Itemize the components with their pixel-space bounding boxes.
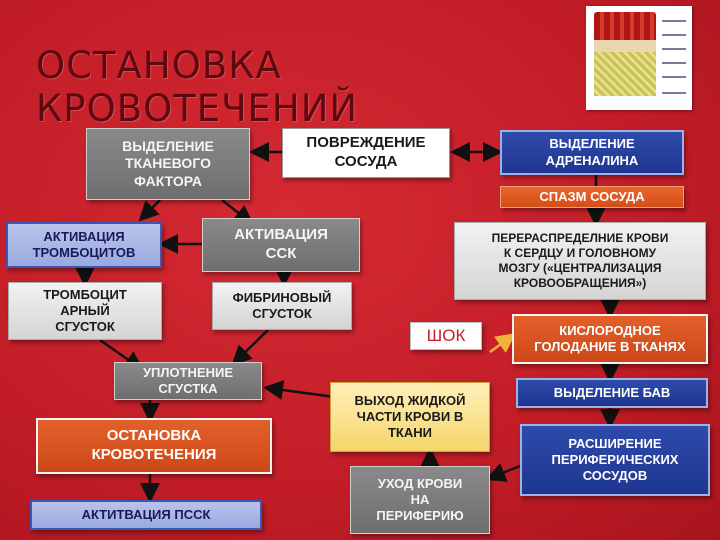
tissue-factor-node: ВЫДЕЛЕНИЕ ТКАНЕВОГО ФАКТОРА (86, 128, 250, 200)
adrenaline-release-node: ВЫДЕЛЕНИЕ АДРЕНАЛИНА (500, 130, 684, 175)
shock-node: ШОК (410, 322, 482, 350)
ssk-activation-node: АКТИВАЦИЯ ССК (202, 218, 360, 272)
platelet-activation-node: АКТИВАЦИЯ ТРОМБОЦИТОВ (6, 222, 162, 268)
blood-to-periphery-node: УХОД КРОВИ НА ПЕРИФЕРИЮ (350, 466, 490, 534)
pssk-activation-node: АКТИТВАЦИЯ ПССК (30, 500, 262, 530)
tissue-hypoxia-node: КИСЛОРОДНОЕ ГОЛОДАНИЕ В ТКАНЯХ (512, 314, 708, 364)
blood-redistribution-node: ПЕРЕРАСПРЕДЕЛНИЕ КРОВИ К СЕРДЦУ И ГОЛОВН… (454, 222, 706, 300)
vessel-damage-node: ПОВРЕЖДЕНИЕ СОСУДА (282, 128, 450, 178)
peripheral-dilation-node: РАСШИРЕНИЕ ПЕРИФЕРИЧЕСКИХ СОСУДОВ (520, 424, 710, 496)
skin-layers-illustration (586, 6, 692, 110)
fluid-exit-node: ВЫХОД ЖИДКОЙ ЧАСТИ КРОВИ В ТКАНИ (330, 382, 490, 452)
vessel-spasm-node: СПАЗМ СОСУДА (500, 186, 684, 208)
platelet-clot-node: ТРОМБОЦИТ АРНЫЙ СГУСТОК (8, 282, 162, 340)
slide-title: ОСТАНОВКА КРОВОТЕЧЕНИЙ (36, 44, 359, 130)
clot-compaction-node: УПЛОТНЕНИЕ СГУСТКА (114, 362, 262, 400)
bav-release-node: ВЫДЕЛЕНИЕ БАВ (516, 378, 708, 408)
fibrin-clot-node: ФИБРИНОВЫЙ СГУСТОК (212, 282, 352, 330)
bleeding-stop-node: ОСТАНОВКА КРОВОТЕЧЕНИЯ (36, 418, 272, 474)
